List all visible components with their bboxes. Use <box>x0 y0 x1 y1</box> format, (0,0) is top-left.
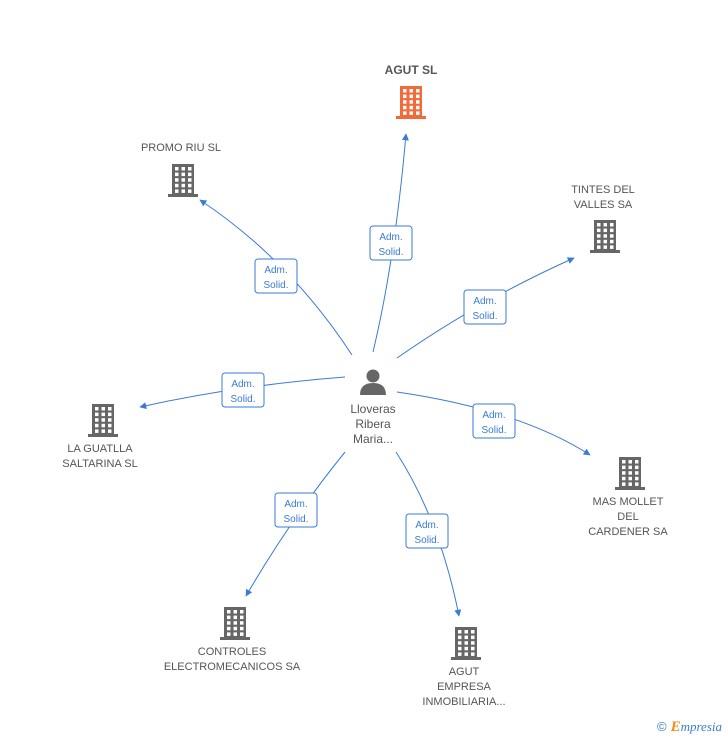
edge-label-la-guatlla-saltarina-sl[interactable]: Adm. Solid. <box>221 372 265 408</box>
node-label-tintes-del-valles-sa[interactable]: TINTES DEL VALLES SA <box>571 184 635 211</box>
node-label-promo-riu-sl[interactable]: PROMO RIU SL <box>141 142 221 154</box>
building-icon-controles-electromecanicos-sa[interactable] <box>220 607 250 640</box>
node-label-line: TINTES DEL <box>571 184 635 196</box>
node-label-line: INMOBILIARIA... <box>422 696 505 708</box>
edge-label-mas-mollet-del-cardener-sa[interactable]: Adm. Solid. <box>472 403 516 439</box>
edge-label-line: Adm. <box>231 379 254 390</box>
node-label-line: EMPRESA <box>437 681 491 693</box>
edge-label-controles-electromecanicos-sa[interactable]: Adm. Solid. <box>274 492 318 528</box>
node-label-line: CONTROLES <box>198 646 266 658</box>
edge-label-agut-sl[interactable]: Adm. Solid. <box>369 225 413 261</box>
node-label-controles-electromecanicos-sa[interactable]: CONTROLES ELECTROMECANICOS SA <box>164 646 301 673</box>
edge-label-line: Solid. <box>230 394 255 405</box>
node-label-line: ELECTROMECANICOS SA <box>164 661 301 673</box>
edge-label-line: Solid. <box>283 514 308 525</box>
edge-label-line: Adm. <box>482 410 505 421</box>
node-label-line: SALTARINA SL <box>62 458 137 470</box>
node-label-line: PROMO RIU SL <box>141 142 221 154</box>
building-icon-tintes-del-valles-sa[interactable] <box>590 220 620 253</box>
node-label-line: AGUT SL <box>385 63 438 77</box>
edge-label-line: Adm. <box>284 499 307 510</box>
person-name[interactable]: LloverasRiberaMaria... <box>350 402 395 446</box>
edge-label-agut-empresa-inmobiliaria[interactable]: Adm. Solid. <box>405 513 449 549</box>
node-label-mas-mollet-del-cardener-sa[interactable]: MAS MOLLET DEL CARDENER SA <box>588 496 668 538</box>
person-name-line: Ribera <box>355 417 391 431</box>
edge-label-line: Solid. <box>481 425 506 436</box>
node-label-la-guatlla-saltarina-sl[interactable]: LA GUATLLA SALTARINA SL <box>62 443 137 470</box>
edge-label-line: Adm. <box>473 296 496 307</box>
node-label-line: CARDENER SA <box>588 526 668 538</box>
edge-label-line: Solid. <box>378 247 403 258</box>
edge-label-line: Adm. <box>415 520 438 531</box>
node-label-line: LA GUATLLA <box>67 443 133 455</box>
node-label-agut-sl[interactable]: AGUT SL <box>385 63 438 77</box>
edge-label-line: Solid. <box>263 280 288 291</box>
brand-name: mpresia <box>680 719 722 734</box>
edge-label-line: Adm. <box>264 265 287 276</box>
building-icon-agut-sl[interactable] <box>396 86 426 119</box>
building-icon-la-guatlla-saltarina-sl[interactable] <box>88 404 118 437</box>
node-label-line: AGUT <box>449 666 480 678</box>
node-label-agut-empresa-inmobiliaria[interactable]: AGUT EMPRESA INMOBILIARIA... <box>422 666 505 708</box>
node-label-line: MAS MOLLET <box>593 496 664 508</box>
edge-label-line: Adm. <box>379 232 402 243</box>
person-name-line: Maria... <box>353 432 393 446</box>
person-icon[interactable] <box>360 369 386 396</box>
brand-initial: E <box>670 719 681 735</box>
building-icon-mas-mollet-del-cardener-sa[interactable] <box>615 457 645 490</box>
person-name-line: Lloveras <box>350 402 395 416</box>
footer-brand: ©Empresia <box>657 719 722 736</box>
building-icon-agut-empresa-inmobiliaria[interactable] <box>451 627 481 660</box>
copyright-symbol: © <box>656 719 667 734</box>
edge-label-line: Solid. <box>414 535 439 546</box>
node-label-line: VALLES SA <box>574 199 633 211</box>
edge-label-line: Solid. <box>472 311 497 322</box>
edge-label-tintes-del-valles-sa[interactable]: Adm. Solid. <box>463 289 507 325</box>
node-label-line: DEL <box>617 511 638 523</box>
building-icon-promo-riu-sl[interactable] <box>168 164 198 197</box>
edge-label-promo-riu-sl[interactable]: Adm. Solid. <box>254 258 298 294</box>
